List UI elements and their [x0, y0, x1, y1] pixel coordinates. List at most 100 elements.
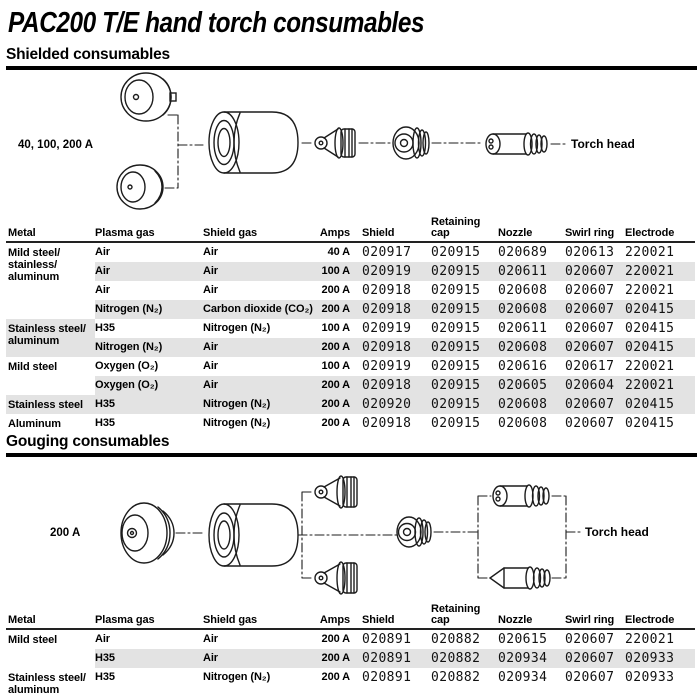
cell-swirl-ring: 020607 — [565, 300, 625, 319]
swirl-ring-illustration — [392, 126, 430, 160]
cell-swirl-ring: 020607 — [565, 262, 625, 281]
column-header-electrode: Electrode — [625, 227, 675, 239]
cell-nozzle: 020608 — [498, 395, 565, 414]
cell-retaining-cap: 020915 — [431, 416, 481, 431]
cell-shield-gas: Carbon dioxide (CO₂) — [203, 300, 315, 319]
cell-retaining-cap: 020915 — [431, 359, 481, 374]
section-heading-gouging: Gouging consumables — [6, 433, 697, 457]
cell-nozzle: 020934 — [498, 649, 565, 668]
cell-swirl-ring: 020607 — [565, 649, 625, 668]
cell-electrode: 220021 — [625, 359, 675, 374]
cell-metal: Stainless steel — [6, 395, 95, 414]
cell-plasma-gas: Air — [95, 246, 110, 258]
cell-shield: 020917 — [362, 245, 412, 260]
cell-shield-gas: Air — [203, 649, 315, 668]
cell-retaining-cap: 020915 — [431, 262, 498, 281]
electrode-illustration — [485, 132, 548, 156]
cell-nozzle: 020934 — [498, 670, 548, 685]
page-title: PAC200 T/E hand torch consumables — [8, 7, 425, 39]
cell-electrode: 020415 — [625, 321, 675, 336]
cell-nozzle: 020608 — [498, 300, 565, 319]
cell-nozzle: 020615 — [498, 632, 548, 647]
cell-amps: 200 A — [321, 633, 351, 645]
cell-metal: Mild steel — [8, 361, 58, 373]
electrode-top-illustration — [492, 484, 550, 508]
center-line — [175, 491, 582, 579]
cell-retaining-cap: 020882 — [431, 649, 498, 668]
cell-shield-gas: Air — [203, 376, 315, 395]
cell-plasma-gas: Air — [95, 633, 110, 645]
nozzle-bottom-illustration — [314, 561, 358, 595]
cell-electrode: 220021 — [625, 283, 675, 298]
cell-electrode: 220021 — [625, 245, 675, 260]
column-header-nozzle: Nozzle — [498, 614, 533, 626]
torch-head-label: Torch head — [571, 137, 635, 151]
diagram-amps-label: 200 A — [50, 527, 80, 539]
cell-retaining-cap: 020915 — [431, 300, 498, 319]
cell-metal: Stainless steel/ aluminum — [6, 319, 95, 357]
cell-shield: 020918 — [350, 300, 431, 319]
cell-plasma-gas: H35 — [95, 671, 115, 683]
cell-swirl-ring: 020607 — [565, 321, 615, 336]
column-header-swirl-ring: Swirl ring — [565, 614, 615, 626]
cell-electrode: 220021 — [625, 262, 695, 281]
column-header-shield: Shield — [362, 614, 395, 626]
column-header-electrode: Electrode — [625, 614, 675, 626]
cell-plasma-gas: H35 — [95, 649, 203, 668]
cell-nozzle: 020616 — [498, 359, 548, 374]
cell-electrode: 020415 — [625, 338, 695, 357]
cell-amps: 100 A — [321, 360, 351, 372]
cell-shield-gas: Nitrogen (N₂) — [203, 395, 315, 414]
cell-swirl-ring: 020613 — [565, 245, 615, 260]
cell-retaining-cap: 020915 — [431, 395, 498, 414]
shield-cup-illustration — [120, 502, 175, 564]
cell-shield: 020891 — [362, 670, 412, 685]
cell-shield: 020919 — [362, 321, 412, 336]
cell-amps: 100 A — [321, 322, 351, 334]
cell-electrode: 020415 — [625, 300, 695, 319]
cell-shield-gas: Air — [203, 360, 218, 372]
cell-shield: 020891 — [362, 632, 412, 647]
column-header-shield-gas: Shield gas — [203, 227, 258, 239]
cell-swirl-ring: 020607 — [565, 338, 625, 357]
cell-retaining-cap: 020915 — [431, 338, 498, 357]
cell-amps: 40 A — [327, 246, 351, 258]
gouging-diagram: 200 A Torch head — [50, 475, 649, 595]
column-header-metal: Metal — [8, 614, 36, 626]
retaining-cap-illustration — [208, 111, 299, 174]
cell-electrode: 020415 — [625, 395, 695, 414]
cell-shield-gas: Air — [203, 633, 218, 645]
cell-nozzle: 020608 — [498, 338, 565, 357]
cell-shield: 020919 — [362, 359, 412, 374]
cell-amps: 200 A — [315, 395, 350, 414]
cell-shield: 020920 — [350, 395, 431, 414]
cell-swirl-ring: 020607 — [565, 632, 615, 647]
cell-shield-gas: Air — [203, 262, 315, 281]
cell-amps: 200 A — [321, 671, 351, 683]
center-line — [164, 114, 568, 189]
cell-metal: Stainless steel/ aluminum — [8, 672, 86, 696]
cell-plasma-gas: Oxygen (O₂) — [95, 360, 159, 372]
cell-retaining-cap: 020915 — [431, 283, 481, 298]
column-header-metal: Metal — [8, 227, 36, 239]
cell-shield-gas: Nitrogen (N₂) — [203, 417, 271, 429]
cell-shield: 020891 — [350, 649, 431, 668]
column-header-swirl-ring: Swirl ring — [565, 227, 615, 239]
cell-shield-gas: Nitrogen (N₂) — [203, 671, 271, 683]
cell-electrode: 020933 — [625, 649, 695, 668]
cell-amps: 200 A — [315, 376, 350, 395]
column-header-nozzle: Nozzle — [498, 227, 533, 239]
cell-plasma-gas: Nitrogen (N₂) — [95, 300, 203, 319]
cell-swirl-ring: 020607 — [565, 670, 615, 685]
cell-amps: 200 A — [315, 338, 350, 357]
cell-amps: 200 A — [315, 649, 350, 668]
cell-electrode: 020933 — [625, 670, 675, 685]
cell-nozzle: 020611 — [498, 321, 548, 336]
electrode-bottom-illustration — [488, 566, 551, 590]
cell-metal: Aluminum — [8, 418, 61, 430]
cell-shield: 020918 — [362, 416, 412, 431]
